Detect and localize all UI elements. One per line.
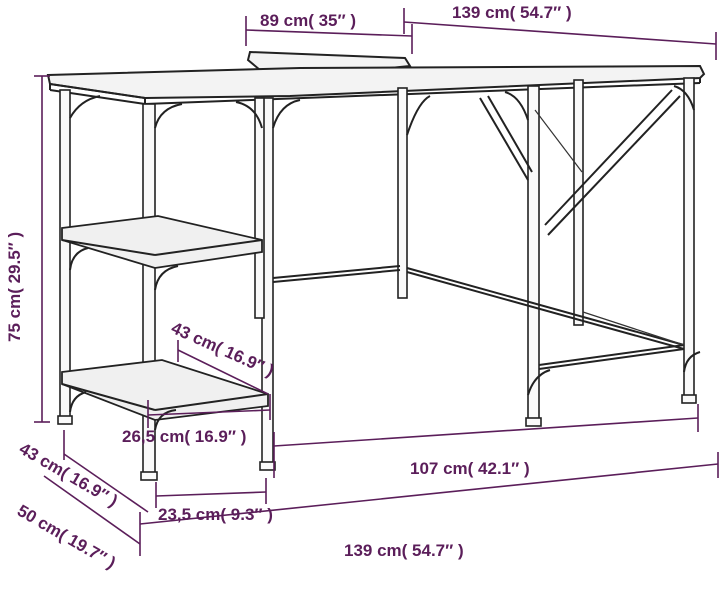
foot-2 — [259, 461, 276, 471]
leg-front-right — [527, 85, 540, 422]
bracket-10 — [154, 409, 177, 431]
dim-line-top-depth — [245, 29, 413, 37]
bracket-1 — [69, 95, 101, 119]
foot-3 — [525, 417, 542, 427]
bracket-11 — [69, 391, 87, 413]
label-inner-width: 107 cm( 42.1″ ) — [410, 459, 530, 478]
dim-line-overall-width — [139, 463, 719, 525]
label-top-depth: 89 cm( 35″ ) — [260, 11, 356, 30]
bracket-9 — [69, 247, 89, 271]
dim-line-overall-depth — [43, 475, 141, 545]
shelf-lower-edge — [61, 383, 156, 411]
rail-front-right-2 — [538, 348, 685, 370]
dim-line-shelf-gap — [147, 409, 271, 416]
top-front-edge — [144, 82, 701, 105]
rail-rear-right — [582, 311, 685, 346]
bracket-5 — [406, 95, 431, 136]
brace-x-2b — [547, 95, 681, 236]
dim-line-shelf-width — [155, 491, 267, 497]
label-overall-width: 139 cm( 54.7″ ) — [344, 541, 464, 560]
rail-back — [272, 265, 401, 279]
bracket-13 — [683, 351, 701, 373]
bracket-8 — [154, 265, 179, 291]
brace-x-1b — [487, 95, 533, 173]
foot-4 — [57, 415, 73, 425]
foot-1 — [140, 471, 158, 481]
label-shelf-gap: 26,5 cm( 16.9″ ) — [122, 427, 246, 446]
dim-line-shelf-depth — [177, 349, 269, 395]
shelf-upper-edge — [61, 239, 156, 256]
leg-back-right — [683, 77, 695, 399]
bracket-3 — [235, 101, 263, 129]
shelf-upper-edge-right — [154, 239, 263, 256]
shelf-lower-edge-right — [154, 393, 269, 411]
dim-line-top-width — [403, 21, 717, 45]
label-overall-depth: 50 cm( 19.7″ ) — [14, 501, 119, 573]
leg-rear-center — [397, 87, 408, 299]
label-shelf-width: 23,5 cm( 9.3″ ) — [158, 505, 273, 524]
dimension-lines — [34, 8, 719, 556]
rail-right — [406, 267, 685, 346]
label-side-depth: 43 cm( 16.9″ ) — [16, 439, 121, 511]
label-top-width: 139 cm( 54.7″ ) — [452, 3, 572, 22]
brace-x-2 — [544, 89, 673, 226]
brace-rear — [534, 109, 583, 173]
foot-5 — [681, 394, 697, 404]
bracket-4 — [272, 99, 301, 129]
rail-back-2 — [272, 269, 401, 283]
brace-x-1 — [479, 97, 529, 181]
bracket-6 — [504, 91, 529, 121]
bracket-12 — [527, 369, 551, 396]
rail-front-right — [538, 344, 685, 366]
desk-illustration — [46, 50, 706, 481]
rail-right-2 — [406, 271, 685, 350]
bracket-2 — [154, 103, 183, 129]
shelf-upper — [61, 215, 263, 269]
dim-line-side-depth — [63, 453, 149, 513]
bracket-7 — [673, 85, 695, 111]
label-height: 75 cm( 29.5″ ) — [5, 232, 24, 342]
desk-top-main — [46, 64, 706, 100]
leg-back-mid — [254, 97, 265, 319]
top-front-edge-left — [49, 83, 146, 99]
dim-line-inner-width — [273, 417, 699, 447]
